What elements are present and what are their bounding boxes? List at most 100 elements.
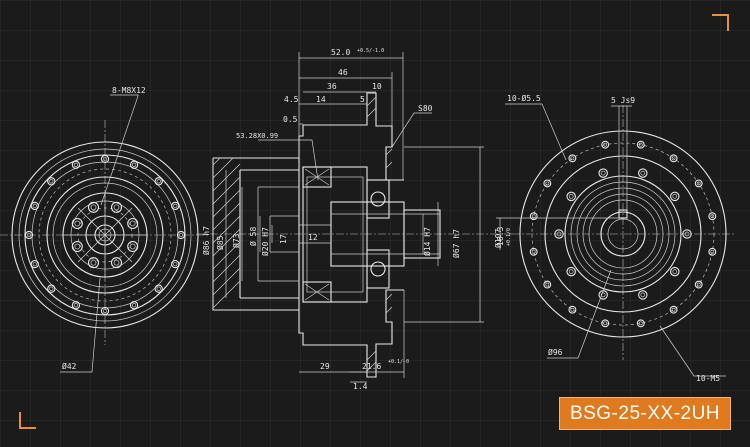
outer-bolt-hole: [529, 247, 538, 256]
m8-hole: [127, 240, 139, 253]
dim-29: 29: [320, 362, 330, 371]
outer-bolt-hole-inner: [545, 181, 550, 186]
mounting-hole: [670, 191, 680, 202]
mounting-hole: [670, 266, 680, 277]
right-front-view: [496, 103, 735, 377]
outer-bolt-hole-inner: [570, 307, 575, 312]
outer-bolt-hole: [543, 280, 552, 289]
outer-bolt-hole: [129, 160, 139, 169]
outer-bolt-hole: [669, 154, 678, 163]
dim-21-6-tol: +0.1/-0: [388, 359, 409, 365]
dim-12: 12: [308, 233, 318, 242]
left-front-view: [0, 94, 208, 373]
outer-bolt-hole: [601, 140, 610, 149]
outer-bolt-hole: [529, 212, 538, 221]
outer-bolt-hole: [708, 247, 717, 256]
dim-d67: Ø67 h7: [451, 229, 461, 258]
right-key-depth: 16.3: [496, 227, 505, 246]
outer-bolt-hole-inner: [26, 232, 32, 238]
dim-chamfer: S80: [418, 104, 433, 113]
outer-bolt-hole: [100, 306, 110, 316]
m8-hole: [110, 201, 123, 213]
dim-46: 46: [338, 68, 348, 77]
outer-bolt-hole: [694, 280, 703, 289]
mounting-hole-inner: [684, 231, 690, 237]
mounting-hole-inner: [568, 194, 574, 199]
outer-bolt-hole-inner: [531, 249, 536, 254]
outer-bolt-hole-inner: [638, 321, 643, 326]
m8-hole-inner: [74, 220, 81, 227]
m8-hole: [110, 257, 123, 269]
dim-d73: Ø73: [231, 233, 241, 248]
mounting-hole-inner: [640, 170, 646, 176]
dim-14: 14: [316, 95, 326, 104]
model-label-badge: BSG-25-XX-2UH: [559, 397, 731, 430]
outer-bolt-hole-inner: [49, 179, 54, 184]
dim-d85: Ø85: [215, 235, 225, 250]
dim-width-total: 52.0: [331, 48, 350, 57]
outer-bolt-hole-inner: [173, 203, 178, 209]
outer-bolt-hole-inner: [638, 142, 643, 147]
m8-hole: [71, 240, 83, 253]
outer-bolt-hole: [636, 319, 645, 328]
mounting-hole-inner: [640, 292, 646, 298]
dim-d20: Ø20 H7: [260, 227, 270, 256]
outer-bolt-hole-inner: [178, 232, 184, 238]
mounting-hole: [682, 229, 692, 239]
outer-bolt-hole-inner: [131, 162, 137, 167]
outer-bolt-hole-inner: [603, 321, 608, 326]
m8-hole-inner: [113, 259, 120, 266]
outer-bolt-hole: [30, 201, 39, 211]
left-thread-callout: 8-M8X12: [112, 86, 146, 95]
outer-bolt-hole: [24, 230, 34, 240]
m8-hole: [127, 217, 139, 230]
outer-bolt-hole-inner: [131, 303, 137, 308]
dim-10: 10: [372, 82, 382, 91]
m8-hole-inner: [129, 243, 136, 250]
outer-bolt-hole-inner: [696, 282, 701, 287]
m8-hole-inner: [90, 259, 97, 266]
section-view: [196, 52, 514, 383]
outer-bolt-hole: [71, 160, 81, 169]
outer-bolt-hole-inner: [156, 179, 161, 184]
outer-bolt-hole-inner: [32, 261, 37, 267]
outer-bolt-hole: [568, 305, 577, 314]
outer-bolt-hole: [100, 154, 110, 164]
dim-d14: Ø14 H7: [422, 227, 432, 256]
outer-bolt-hole: [176, 230, 186, 240]
mounting-hole-inner: [568, 269, 574, 274]
outer-bolt-hole: [171, 259, 180, 269]
outer-bolt-hole-inner: [102, 308, 108, 314]
dim-21-6: 21.6: [362, 362, 381, 371]
outer-bolt-hole-inner: [156, 286, 161, 291]
outer-bolt-hole-inner: [49, 286, 54, 291]
outer-bolt-hole: [30, 259, 39, 269]
mounting-hole-inner: [556, 231, 562, 237]
mounting-hole-inner: [672, 194, 678, 199]
outer-bolt-hole-inner: [545, 282, 550, 287]
outer-bolt-hole: [71, 301, 81, 310]
left-diameter-callout: Ø42: [62, 361, 77, 371]
outer-bolt-hole-inner: [102, 156, 108, 162]
outer-bolt-hole: [154, 177, 163, 186]
outer-bolt-hole: [708, 212, 717, 221]
mounting-hole-inner: [600, 292, 606, 298]
m8-hole-inner: [129, 220, 136, 227]
outer-bolt-hole: [154, 284, 163, 293]
m8-hole: [87, 257, 100, 269]
dim-d107: Ø107: [493, 229, 503, 248]
outer-bolt-hole: [129, 301, 139, 310]
outer-bolt-hole-inner: [671, 307, 676, 312]
outer-bolt-hole-inner: [696, 181, 701, 186]
dim-width-total-tol: +0.5/-1.0: [357, 48, 384, 54]
m8-hole-inner: [113, 204, 120, 211]
outer-bolt-hole-inner: [570, 156, 575, 161]
outer-bolt-hole: [601, 319, 610, 328]
mounting-hole-inner: [672, 269, 678, 274]
dim-d86: Ø86 h7: [201, 226, 211, 255]
m8-hole-inner: [90, 204, 97, 211]
outer-bolt-hole: [636, 140, 645, 149]
outer-bolt-hole-inner: [32, 203, 37, 209]
outer-bolt-hole: [694, 179, 703, 188]
